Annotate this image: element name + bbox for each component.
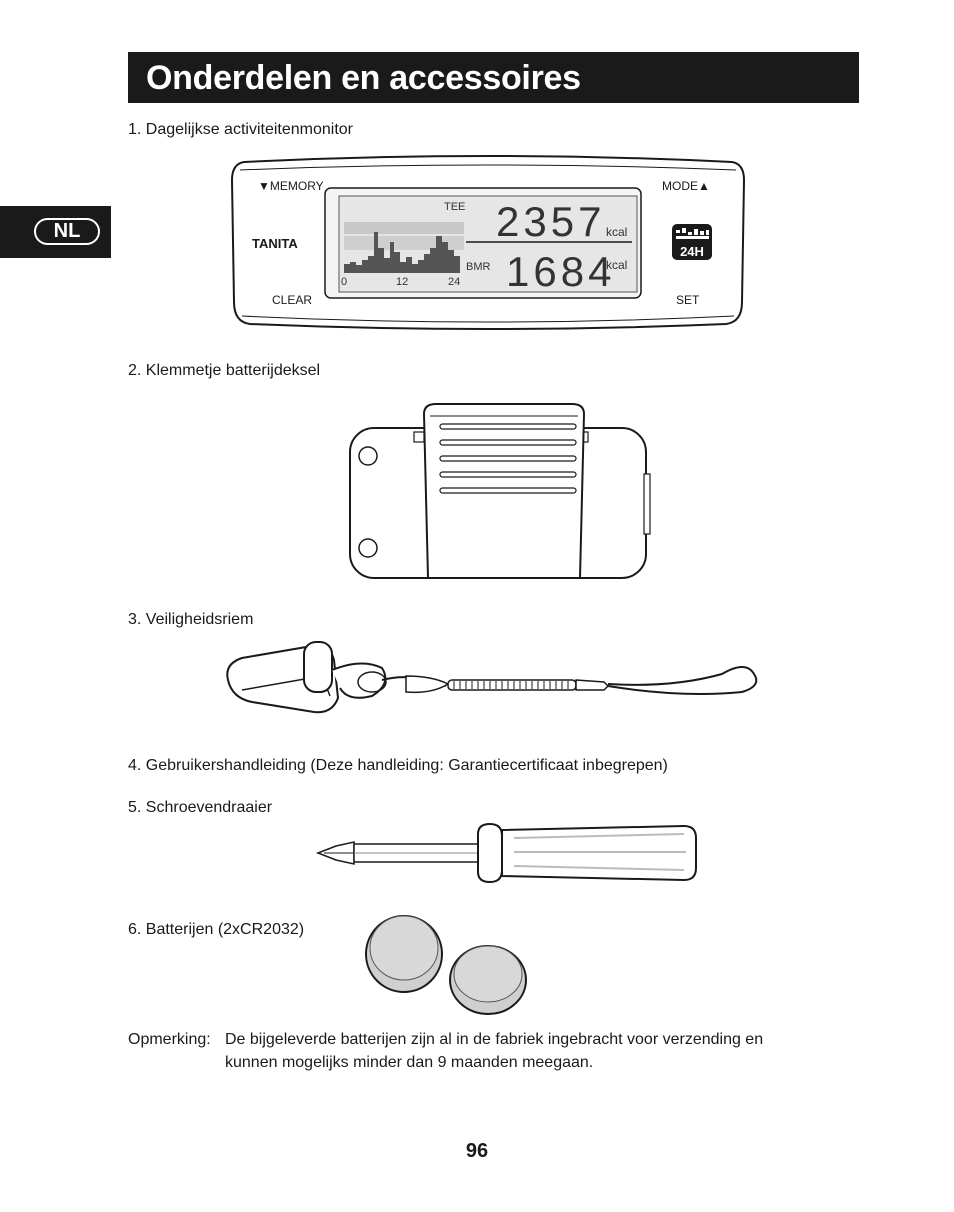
axis-tick-12: 12 (396, 276, 408, 288)
note-title: Opmerking: (128, 1031, 211, 1048)
safety-strap-illustration (226, 641, 758, 714)
item-1-label: 1. Dagelijkse activiteitenmonitor (128, 121, 353, 138)
axis-tick-24: 24 (448, 276, 460, 288)
tee-unit: kcal (606, 225, 627, 239)
tee-label: TEE (444, 201, 465, 213)
set-button-label: SET (676, 293, 700, 307)
bmr-unit: kcal (606, 258, 627, 272)
battery-coin-1 (365, 915, 443, 993)
bmr-value: 1684 (506, 248, 615, 295)
item-2-label: 2. Klemmetje batterijdeksel (128, 362, 321, 379)
language-tab: NL (0, 206, 111, 258)
language-label: NL (34, 218, 100, 245)
page-number: 96 (465, 1140, 489, 1162)
screwdriver-illustration (315, 822, 697, 884)
battery-coin-2 (449, 945, 527, 1015)
note-line-1: De bijgeleverde batterijen zijn al in de… (225, 1031, 764, 1048)
battery-cover-clip-illustration (349, 403, 651, 579)
note-line-2: kunnen mogelijks minder dan 9 maanden me… (225, 1054, 594, 1071)
item-4-label: 4. Gebruikershandleiding (Deze handleidi… (128, 757, 668, 774)
item-3-label: 3. Veiligheidsriem (128, 611, 254, 628)
clear-button-label: CLEAR (272, 293, 312, 307)
item-6-label: 6. Batterijen (2xCR2032) (128, 921, 305, 938)
badge-24h-label: 24H (680, 244, 704, 259)
page-title: Onderdelen en accessoires (146, 59, 581, 97)
bmr-label: BMR (466, 261, 491, 273)
tee-value: 2357 (496, 198, 605, 245)
batteries-illustration (365, 915, 527, 1015)
mode-button-label: MODE▲ (662, 179, 710, 193)
brand-logo: TANITA (252, 236, 298, 251)
item-5-label: 5. Schroevendraaier (128, 799, 273, 816)
title-bar: Onderdelen en accessoires (128, 52, 859, 103)
axis-tick-0: 0 (341, 276, 347, 288)
activity-monitor-illustration: 24H ▼MEMORY MODE▲ TANITA CLEAR SET TEE B… (230, 155, 746, 330)
memory-button-label: ▼MEMORY (258, 179, 324, 193)
